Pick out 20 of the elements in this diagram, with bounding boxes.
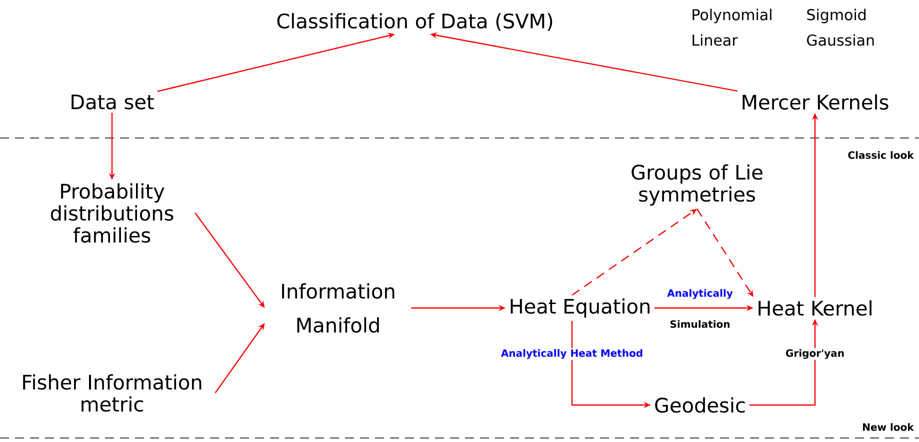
diagram-text: Classification of Data (SVM): [277, 13, 552, 31]
diagram-text: Groups of Lie symmetries: [632, 164, 762, 206]
diagram-text: Fisher Information metric: [23, 374, 202, 412]
edge-label: Analytically Heat Method: [500, 348, 644, 360]
diagram-text: Mercer Kernels: [742, 94, 888, 110]
diagram-text: Probability distributions families: [50, 183, 174, 243]
diagram-text: Heat Equation: [510, 298, 650, 318]
label: Classic look: [848, 151, 914, 159]
label: Sigmoid: [807, 8, 866, 24]
diagram-text: Heat Kernel: [758, 300, 872, 316]
label: Linear: [692, 34, 738, 46]
label: Simulation: [670, 320, 730, 328]
label: Gaussian: [807, 34, 874, 46]
diagram-text: Information Manifold: [282, 283, 394, 333]
diagram-text: Geodesic: [655, 397, 745, 413]
edge-label: Analytically: [666, 288, 734, 300]
diagram-text: Data set: [72, 94, 154, 110]
edge-label: Grigor'yan: [784, 348, 846, 360]
label: New look: [863, 423, 914, 431]
label: Polynomial: [692, 8, 772, 24]
